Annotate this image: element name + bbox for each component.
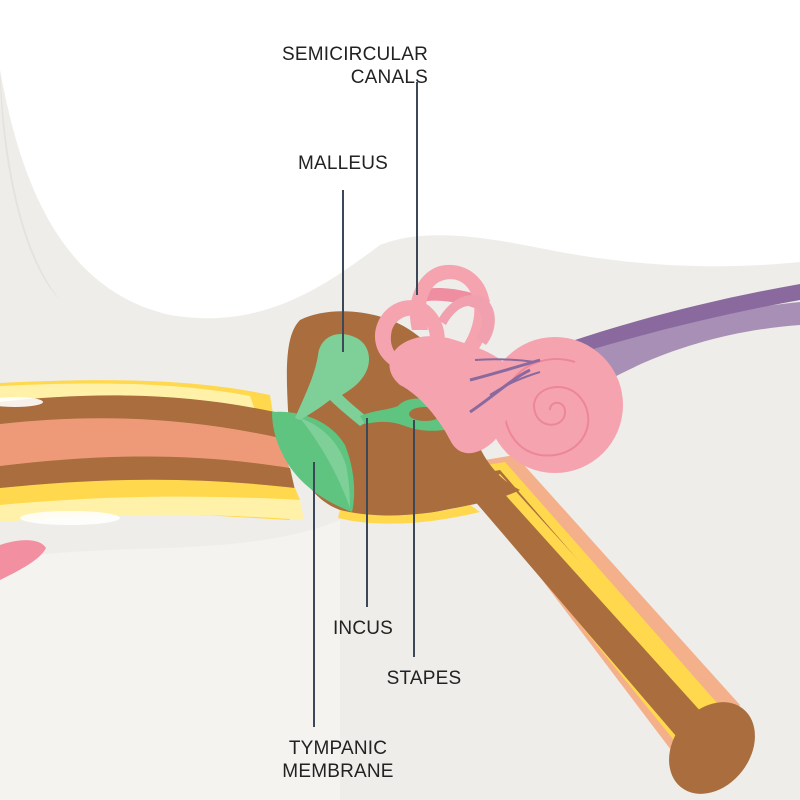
pink-flesh (0, 540, 46, 580)
nerve-light (560, 302, 800, 385)
label-tympanic-membrane: TYMPANIC MEMBRANE (258, 737, 418, 783)
canal-loop-left (374, 300, 445, 370)
label-stapes-text: STAPES (386, 668, 462, 689)
tympanic-membrane-shape (272, 411, 355, 512)
label-semicircular-canals: SEMICIRCULAR CANALS (268, 43, 428, 89)
label-incus-text: INCUS (332, 618, 394, 639)
canal-loop-back (438, 294, 495, 345)
tube-end (669, 702, 755, 794)
label-malleus-text: MALLEUS (297, 153, 389, 174)
label-stapes: STAPES (364, 667, 484, 690)
label-incus: INCUS (313, 617, 413, 640)
vestibule (389, 336, 512, 454)
lower-tissue (0, 520, 340, 800)
canal-highlight-upper (0, 397, 43, 407)
tube-stripe (490, 474, 720, 724)
nerve-fiber-d (489, 371, 541, 396)
malleus-shape (295, 334, 370, 426)
skull-shadow (0, 70, 60, 300)
tube-bone (455, 470, 715, 750)
label-semicircular-canals-line2: CANALS (350, 67, 428, 88)
label-malleus: MALLEUS (283, 152, 403, 175)
cavity-yellow-rim (338, 505, 480, 524)
label-tympanic-membrane-line1: TYMPANIC (288, 738, 388, 759)
label-semicircular-canals-line1: SEMICIRCULAR (282, 44, 428, 65)
canal-highlight-lower (20, 511, 120, 525)
canal-loop-top (410, 264, 491, 360)
tympanic-membrane-highlight (300, 418, 350, 508)
canal-skin (0, 418, 290, 470)
label-tympanic-membrane-line2: MEMBRANE (282, 761, 394, 782)
nerve-fiber-c (474, 358, 536, 363)
